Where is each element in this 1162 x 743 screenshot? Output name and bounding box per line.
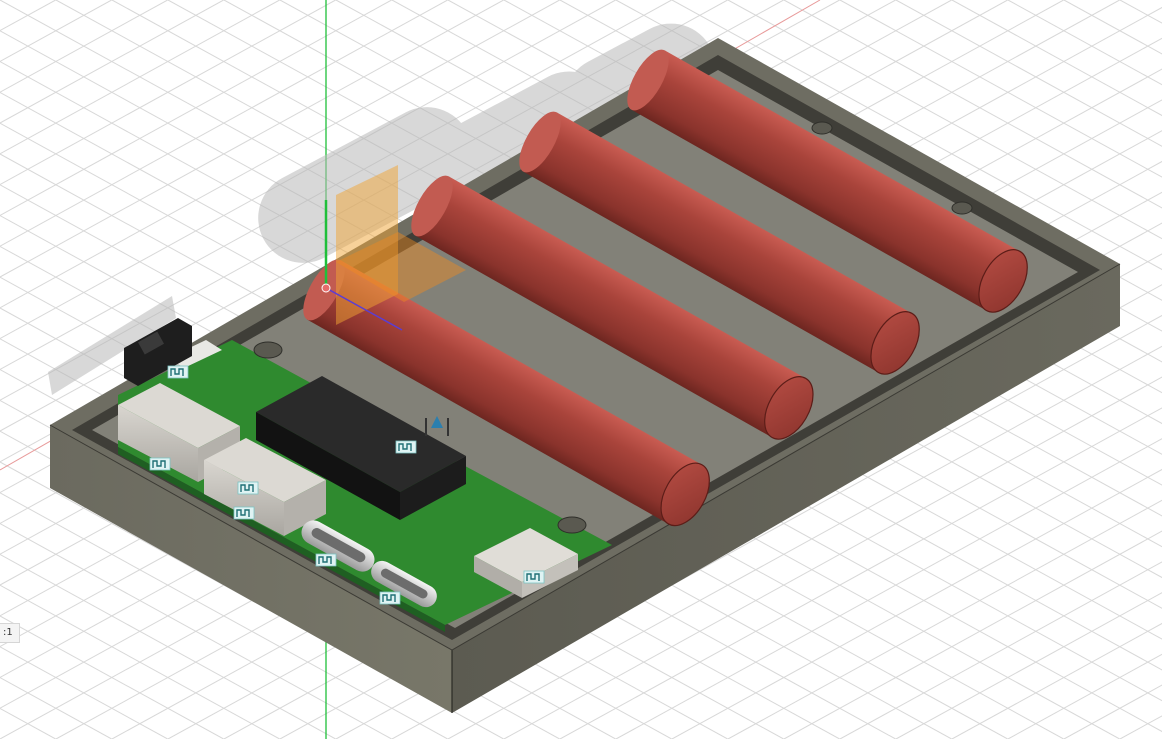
joint-glyph[interactable]: [237, 481, 259, 495]
view-scale-label: :1: [0, 623, 20, 643]
enclosure-outline: [49, 263, 1121, 651]
boss-4: [951, 201, 973, 215]
enclosure-front-face: [50, 425, 452, 713]
battery-2[interactable]: [403, 170, 823, 448]
shadow-4: [48, 296, 176, 395]
joint-glyph[interactable]: [233, 506, 255, 520]
joint-glyph[interactable]: [523, 570, 545, 584]
joint-glyph[interactable]: [395, 440, 417, 454]
slide-switch[interactable]: [124, 318, 192, 386]
joint-glyph[interactable]: [167, 365, 189, 379]
usb-a-port-2[interactable]: [204, 438, 326, 536]
triad-origin-icon[interactable]: [321, 200, 403, 331]
boss-2: [557, 516, 587, 534]
move-manipulator-icon[interactable]: [425, 416, 449, 436]
black-module[interactable]: [256, 376, 466, 520]
battery-3[interactable]: [511, 106, 929, 383]
mounting-holes: [253, 121, 973, 534]
usb-c-port-1[interactable]: [297, 516, 379, 576]
enclosure-side-face: [452, 264, 1120, 713]
battery-4[interactable]: [619, 44, 1037, 321]
right-connector[interactable]: [474, 528, 578, 598]
joint-glyph[interactable]: [379, 591, 401, 605]
battery-pack[interactable]: [295, 44, 1037, 534]
boss-1: [253, 341, 283, 359]
usb-c-port-2[interactable]: [367, 557, 441, 611]
selection-plane[interactable]: [336, 165, 466, 325]
joint-glyph[interactable]: [315, 553, 337, 567]
joint-glyph[interactable]: [149, 457, 171, 471]
pcb-edge: [118, 447, 445, 632]
boss-3: [811, 121, 833, 135]
